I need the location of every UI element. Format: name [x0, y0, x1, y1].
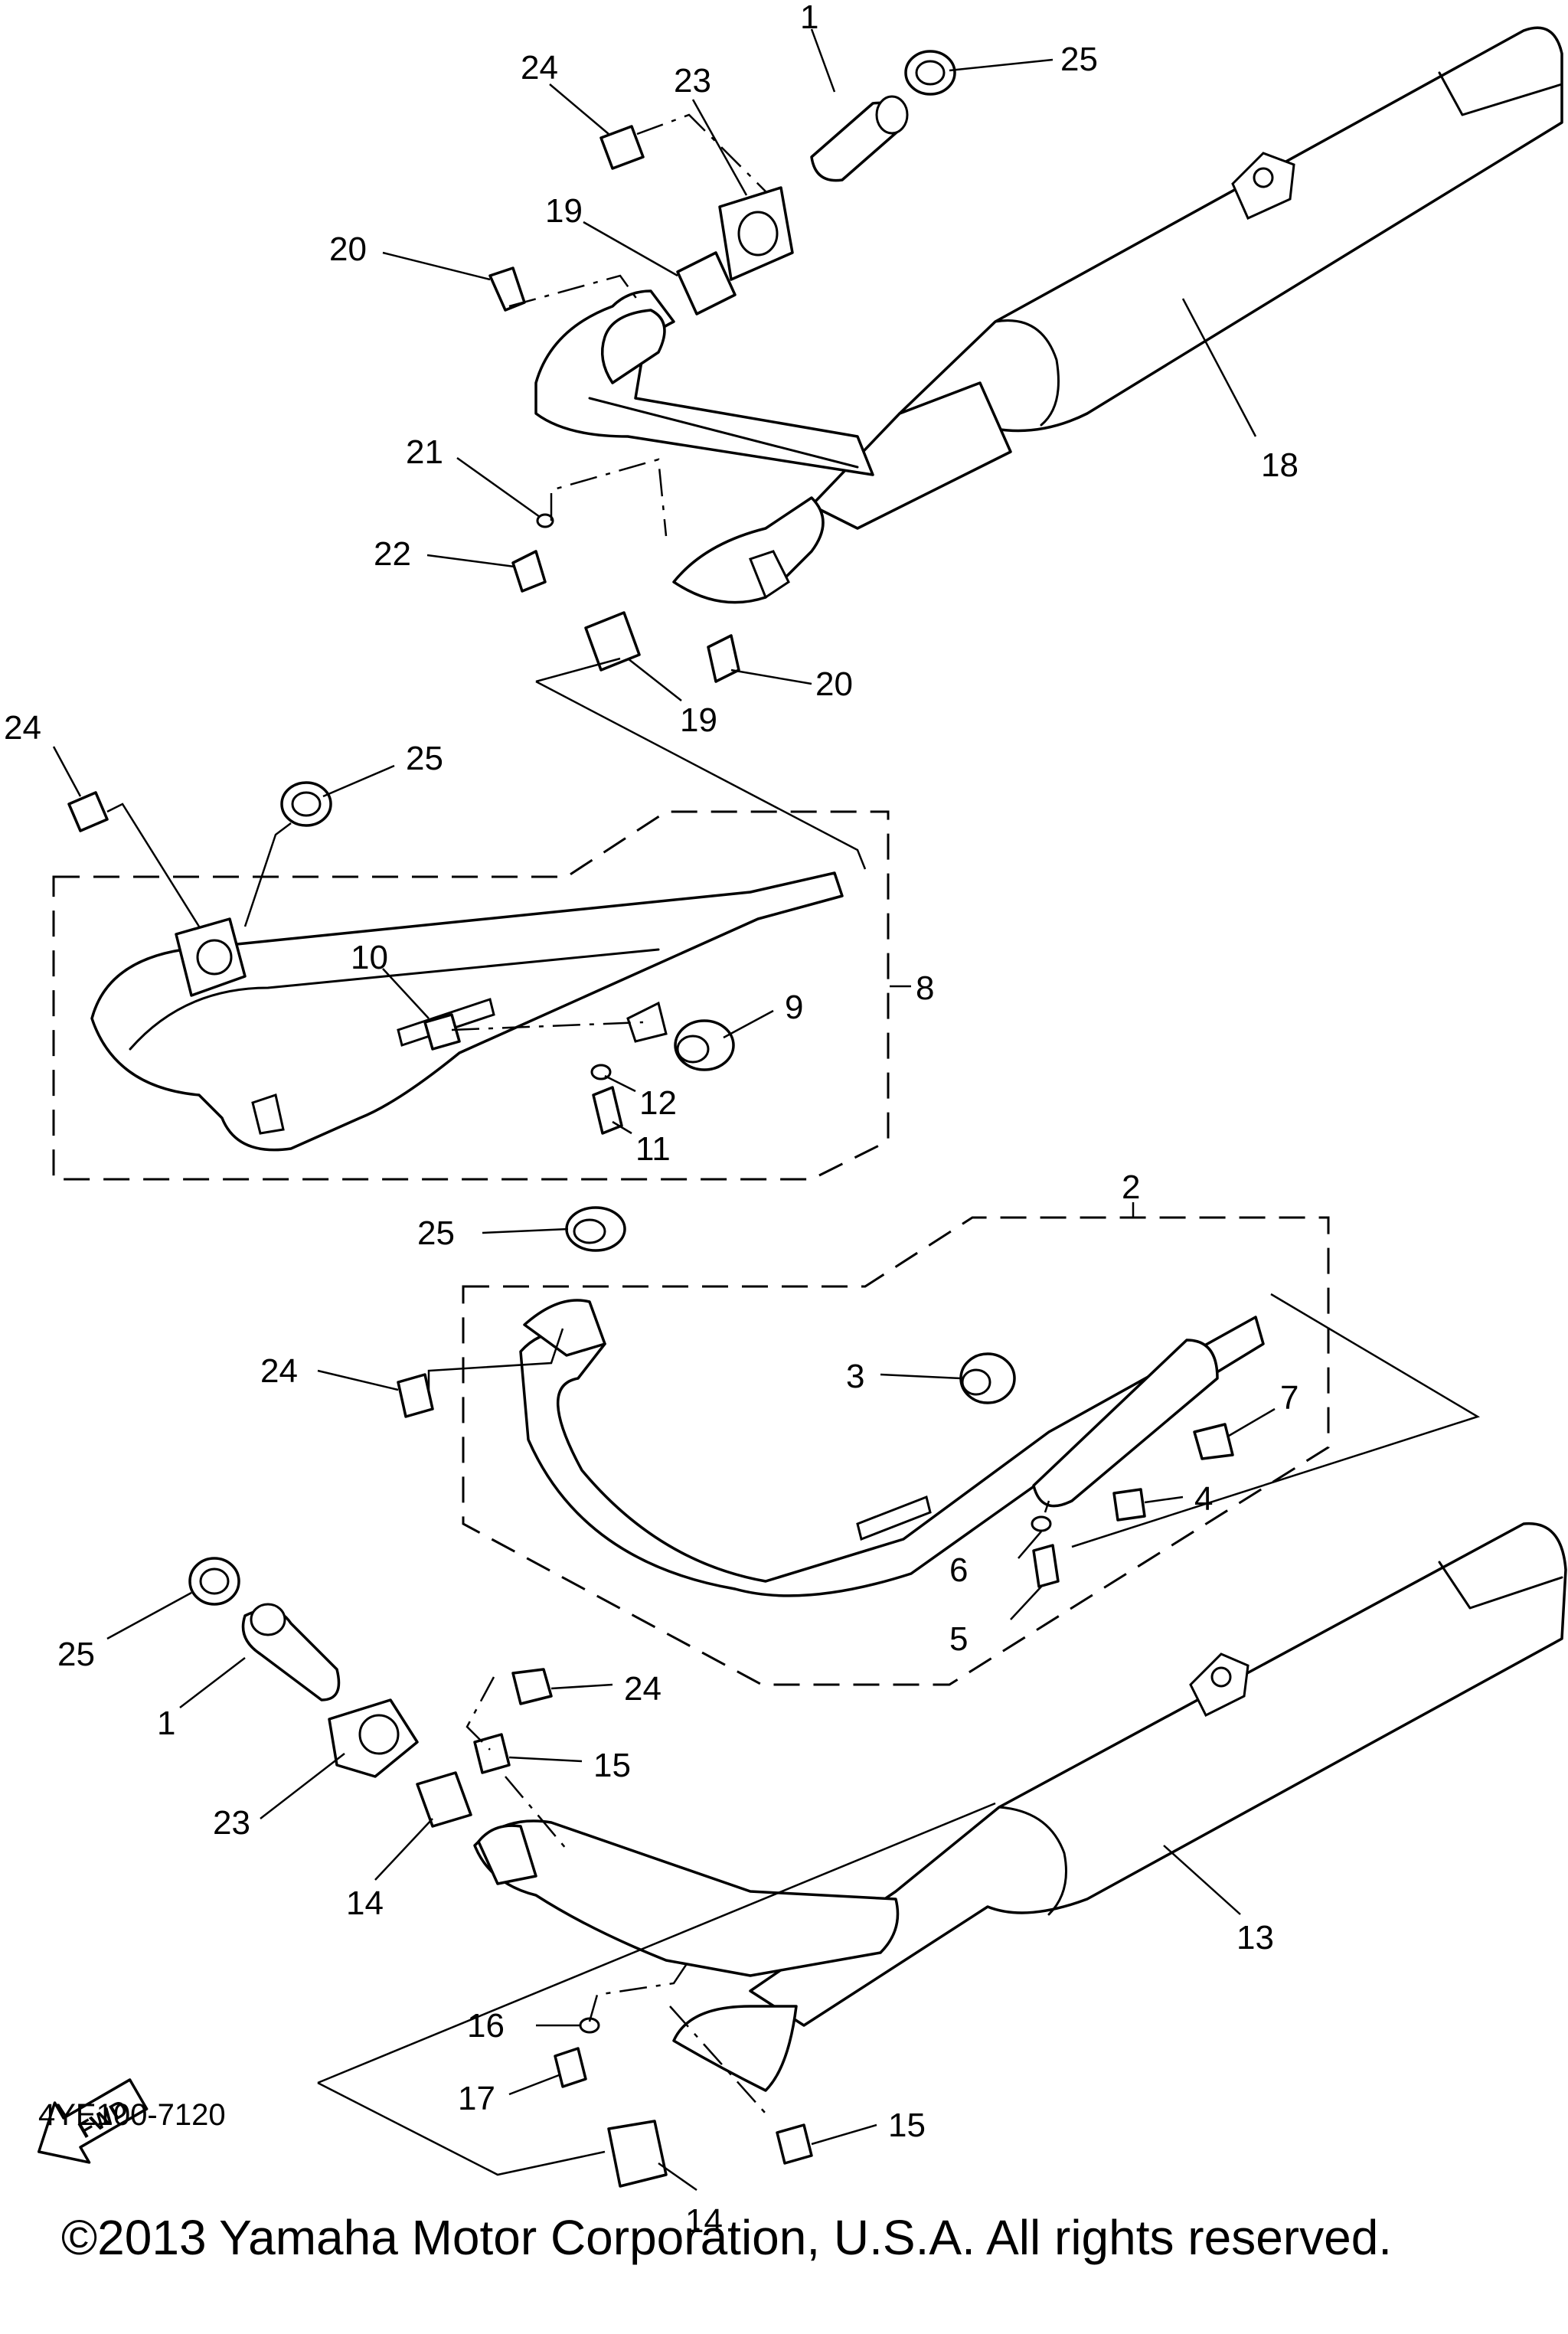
bolt-17[interactable]: [554, 2047, 587, 2088]
callout-13: 13: [1236, 1919, 1274, 1956]
callout-3: 3: [846, 1358, 864, 1395]
callout-24: 24: [4, 709, 41, 747]
joint-19-mid[interactable]: [584, 611, 641, 672]
callout-23: 23: [213, 1804, 250, 1842]
callout-2: 2: [1122, 1169, 1140, 1206]
callout-15: 15: [593, 1747, 631, 1784]
joint-14-upper[interactable]: [416, 1771, 472, 1828]
callout-14: 14: [685, 2202, 723, 2240]
callout-23: 23: [674, 62, 711, 100]
callout-14: 14: [346, 1885, 384, 1922]
callout-25: 25: [57, 1636, 95, 1673]
callout-16: 16: [467, 2007, 505, 2045]
callout-19: 19: [680, 701, 717, 739]
fwd-arrow-icon: FWD: [37, 2078, 149, 2164]
callout-24: 24: [624, 1670, 662, 1708]
rear-header-8[interactable]: [90, 871, 844, 1152]
diagram-code: 4YE100-7120: [38, 2098, 226, 2132]
callout-21: 21: [406, 433, 443, 471]
stud-bolt-1-top[interactable]: [810, 95, 909, 182]
bolt-5[interactable]: [1032, 1544, 1060, 1588]
joint-19-top[interactable]: [676, 251, 737, 315]
bolt-15-upper[interactable]: [473, 1733, 511, 1774]
leader-lines: [52, 28, 1276, 2192]
assembly-box-8: [52, 810, 890, 1181]
stud-bolt-1-bottom[interactable]: [241, 1603, 341, 1701]
callout-25: 25: [1060, 41, 1098, 78]
callout-15: 15: [888, 2107, 926, 2144]
callout-labels: 1 25 24 23 19 20 21 22 18 20 19 24 25 10…: [4, 0, 1298, 2240]
upper-muffler-18[interactable]: [810, 26, 1563, 530]
gasket-25-left[interactable]: [280, 781, 332, 827]
bolt-4[interactable]: [1112, 1488, 1146, 1522]
callout-17: 17: [458, 2080, 495, 2117]
flange-23-top[interactable]: [718, 186, 794, 281]
gasket-25-bottom[interactable]: [188, 1557, 240, 1606]
callout-22: 22: [374, 535, 411, 573]
upper-header-pipe[interactable]: [534, 289, 874, 604]
callout-6: 6: [949, 1551, 968, 1589]
callout-5: 5: [949, 1620, 968, 1658]
gasket-25-mid[interactable]: [565, 1206, 626, 1252]
lower-header-pipe[interactable]: [473, 1819, 900, 2092]
joint-14-lower[interactable]: [607, 2120, 668, 2188]
callout-1: 1: [157, 1705, 175, 1742]
bolt-10[interactable]: [423, 1013, 461, 1051]
callout-12: 12: [639, 1084, 677, 1122]
callout-20: 20: [815, 665, 853, 703]
assembly-box-2: [462, 1216, 1330, 1686]
nut-24-left[interactable]: [67, 791, 109, 832]
nut-24-bottom[interactable]: [511, 1668, 553, 1705]
callout-11: 11: [635, 1130, 671, 1168]
callout-8: 8: [916, 969, 934, 1007]
callout-18: 18: [1261, 446, 1298, 484]
bolt-11[interactable]: [592, 1086, 623, 1135]
copyright-notice: ©2013 Yamaha Motor Corporation, U.S.A. A…: [61, 2210, 1393, 2265]
callout-1: 1: [800, 0, 818, 36]
front-pipe-2[interactable]: [519, 1299, 1265, 1597]
flange-rear-header[interactable]: [175, 917, 247, 997]
callout-4: 4: [1194, 1480, 1213, 1518]
bolt-20-mid[interactable]: [707, 634, 740, 683]
callout-10: 10: [351, 939, 388, 976]
bolt-15-lower[interactable]: [776, 2123, 813, 2165]
alignment-lines: [106, 113, 1481, 2176]
callout-25: 25: [417, 1214, 455, 1252]
callout-7: 7: [1280, 1379, 1298, 1417]
callout-25: 25: [406, 740, 443, 777]
nut-7[interactable]: [1193, 1423, 1234, 1460]
callout-24: 24: [260, 1352, 298, 1390]
gasket-25-top[interactable]: [904, 50, 956, 96]
callout-20: 20: [329, 230, 367, 268]
callout-24: 24: [521, 49, 558, 87]
lower-muffler-13[interactable]: [749, 1522, 1567, 2027]
bolt-22[interactable]: [511, 550, 547, 593]
callout-9: 9: [785, 989, 803, 1026]
nut-24-mid[interactable]: [397, 1373, 434, 1418]
nut-24-top[interactable]: [599, 125, 645, 170]
washer-6[interactable]: [1031, 1515, 1052, 1532]
sleeve-9[interactable]: [674, 1019, 735, 1071]
callout-19: 19: [545, 192, 583, 230]
washer-21[interactable]: [536, 513, 554, 528]
sleeve-3[interactable]: [959, 1352, 1016, 1404]
flange-23-bottom[interactable]: [328, 1698, 419, 1778]
